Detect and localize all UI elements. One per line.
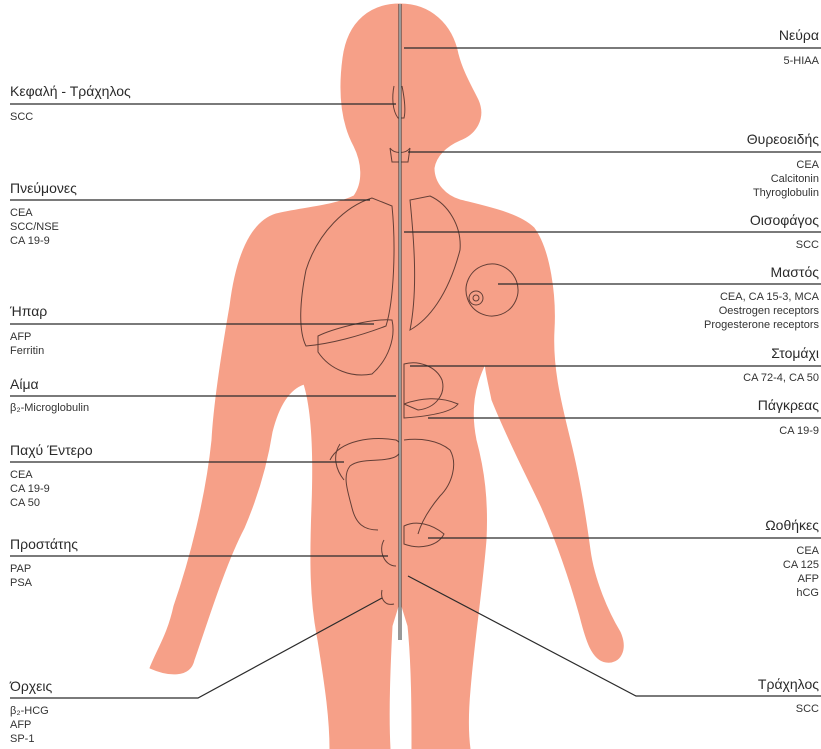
male-half-body	[150, 4, 400, 749]
marker-paxy-entero-3: CA 50	[10, 498, 40, 509]
organ-label-aima: Αίμα	[10, 377, 39, 391]
marker-trachilos-1: SCC	[796, 704, 819, 715]
organ-label-pnevmones: Πνεύμονες	[10, 181, 77, 195]
organ-label-oisofagos: Οισοφάγος	[750, 213, 819, 227]
marker-oisofagos-1: SCC	[796, 240, 819, 251]
organ-label-mastos: Μαστός	[771, 265, 819, 279]
organ-label-nevra: Νεύρα	[779, 28, 819, 42]
marker-pnevmones-3: CA 19-9	[10, 236, 50, 247]
marker-mastos-1: CEA, CA 15-3, MCA	[720, 292, 819, 303]
marker-pnevmones-1: CEA	[10, 208, 33, 219]
organ-label-orcheis: Όρχεις	[10, 679, 52, 693]
marker-prostatis-2: PSA	[10, 578, 32, 589]
marker-mastos-2: Oestrogen receptors	[719, 306, 819, 317]
marker-kefali-1: SCC	[10, 112, 33, 123]
marker-ipar-1: AFP	[10, 332, 31, 343]
marker-orcheis-3: SP-1	[10, 734, 34, 745]
organ-label-stomachi: Στομάχι	[771, 346, 819, 360]
organ-label-prostatis: Προστάτης	[10, 537, 78, 551]
marker-pagkreas-1: CA 19-9	[779, 426, 819, 437]
marker-paxy-entero-2: CA 19-9	[10, 484, 50, 495]
marker-oothikes-3: AFP	[798, 574, 819, 585]
organ-label-trachilos: Τράχηλος	[758, 677, 819, 691]
organ-label-thyreoeidis: Θυρεοειδής	[747, 132, 819, 146]
female-half-body	[400, 4, 623, 749]
organ-label-kefali: Κεφαλή - Τράχηλος	[10, 84, 131, 98]
marker-ipar-2: Ferritin	[10, 346, 44, 357]
marker-prostatis-1: PAP	[10, 564, 31, 575]
organ-label-oothikes: Ωοθήκες	[765, 518, 819, 532]
marker-mastos-3: Progesterone receptors	[704, 320, 819, 331]
body-silhouette	[150, 4, 623, 749]
organ-label-paxy-entero: Παχύ Έντερο	[10, 443, 93, 457]
marker-oothikes-4: hCG	[796, 588, 819, 599]
marker-aima-1: β₂-Microglobulin	[10, 403, 89, 414]
marker-oothikes-1: CEA	[796, 546, 819, 557]
marker-orcheis-1: β₂-HCG	[10, 706, 49, 717]
marker-paxy-entero-1: CEA	[10, 470, 33, 481]
marker-thyreoeidis-3: Thyroglobulin	[753, 188, 819, 199]
organ-label-pagkreas: Πάγκρεας	[758, 398, 819, 412]
marker-nevra-1: 5-HIAA	[784, 56, 819, 67]
marker-pnevmones-2: SCC/NSE	[10, 222, 59, 233]
organ-label-ipar: Ήπαρ	[10, 304, 47, 318]
marker-stomachi-1: CA 72-4, CA 50	[743, 373, 819, 384]
marker-orcheis-2: AFP	[10, 720, 31, 731]
marker-thyreoeidis-1: CEA	[796, 160, 819, 171]
marker-oothikes-2: CA 125	[783, 560, 819, 571]
marker-thyreoeidis-2: Calcitonin	[771, 174, 819, 185]
